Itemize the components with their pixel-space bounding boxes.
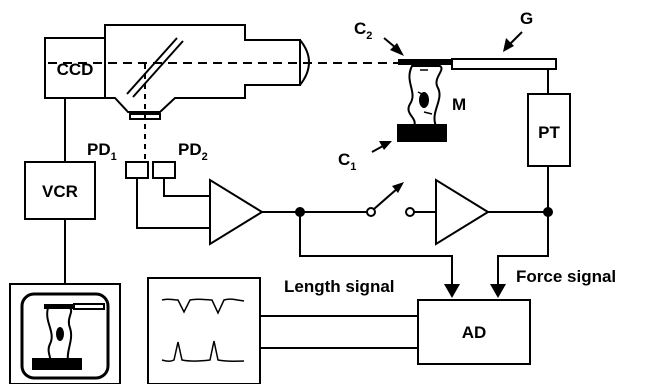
photodiode-1 bbox=[125, 161, 149, 179]
c2-arrow-head bbox=[390, 43, 404, 56]
g-arrow-head bbox=[503, 38, 514, 52]
video-recording: VCR bbox=[9, 98, 121, 385]
pd2-label: PD2 bbox=[178, 140, 208, 163]
scope-frame bbox=[147, 277, 261, 385]
length-signal-wire bbox=[299, 212, 453, 286]
ccd-box bbox=[44, 37, 106, 99]
photodiodes: PD1 PD2 bbox=[87, 140, 210, 229]
pd2-wire bbox=[163, 178, 210, 197]
monitor-clip-bottom bbox=[32, 358, 82, 370]
beam-splitter-mirror-back bbox=[132, 40, 184, 98]
monitor-rod bbox=[73, 303, 105, 310]
length-signal-arrowhead bbox=[444, 284, 460, 298]
scope-length-trace bbox=[161, 298, 245, 315]
ccd-label: CCD bbox=[57, 60, 94, 79]
c1-label: C1 bbox=[338, 150, 356, 173]
vcr-label: VCR bbox=[42, 182, 78, 201]
muscle-stripe bbox=[423, 111, 433, 115]
ad-converter: AD Length signal Force signal bbox=[260, 212, 616, 365]
monitor-muscle-nucleus bbox=[56, 327, 64, 341]
clip-c1 bbox=[397, 124, 447, 142]
glass-rod-g bbox=[451, 58, 557, 70]
c2-label: C2 bbox=[354, 19, 372, 42]
switch-contact-left bbox=[366, 207, 376, 217]
g-arrow-shaft bbox=[509, 31, 523, 45]
beam-splitter-mirror bbox=[126, 37, 178, 95]
microscope: CCD bbox=[44, 24, 398, 162]
g-label: G bbox=[520, 9, 533, 28]
pt-label: PT bbox=[538, 123, 560, 142]
switch-arrow bbox=[392, 182, 404, 193]
feedback-amplifier bbox=[435, 178, 490, 246]
pd1-label: PD1 bbox=[87, 140, 117, 163]
monitor-clip-top bbox=[44, 304, 74, 309]
c1-arrow-head bbox=[379, 141, 392, 150]
muscle-nucleus bbox=[419, 92, 429, 108]
force-signal-label: Force signal bbox=[516, 267, 616, 286]
signal-chain bbox=[209, 178, 553, 246]
microscope-body bbox=[104, 24, 301, 113]
c1-arrow-shaft bbox=[371, 145, 384, 153]
switch-blade bbox=[373, 187, 399, 210]
length-amplifier bbox=[209, 178, 264, 246]
force-signal-wire bbox=[497, 212, 549, 286]
length-signal-label: Length signal bbox=[284, 277, 395, 296]
muscle-preparation: PT M C2 G C1 bbox=[338, 9, 571, 212]
scope-force-trace bbox=[161, 340, 245, 362]
force-signal-arrowhead bbox=[490, 284, 506, 298]
oscilloscope bbox=[147, 277, 261, 385]
ad-label: AD bbox=[462, 323, 487, 342]
vcr-box bbox=[24, 161, 96, 220]
clip-c2 bbox=[398, 59, 452, 65]
photodiode-2 bbox=[152, 161, 176, 179]
ad-box bbox=[417, 299, 531, 365]
switch-contact-right bbox=[405, 207, 415, 217]
pd1-wire bbox=[136, 178, 210, 229]
m-label: M bbox=[452, 95, 466, 114]
